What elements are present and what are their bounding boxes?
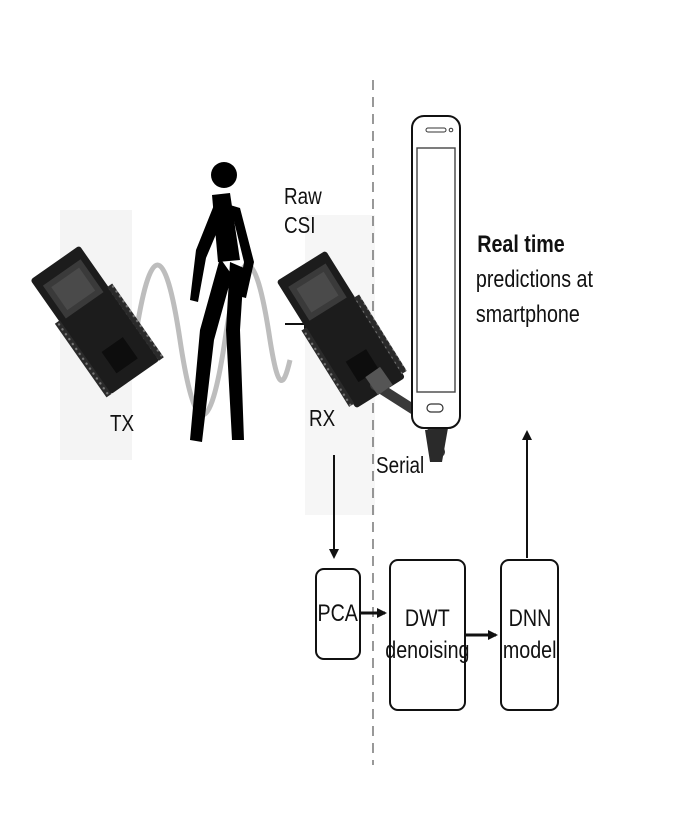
- phone-caption-title: Real time: [477, 231, 565, 258]
- pca-label: PCA: [317, 599, 359, 627]
- pca-box: PCA: [315, 568, 361, 660]
- smartphone-icon: [411, 115, 461, 429]
- phone-caption: Real time predictions at smartphone: [466, 228, 593, 332]
- dwt-label-line2: denoising: [385, 637, 470, 664]
- tx-label: TX: [110, 410, 135, 436]
- serial-label: Serial: [376, 452, 425, 478]
- dnn-label-line2: model: [502, 637, 557, 664]
- wifi-wave: [132, 262, 293, 418]
- walking-person-icon: [190, 162, 254, 442]
- dwt-box: DWT denoising: [385, 559, 470, 711]
- rx-label: RX: [309, 405, 336, 431]
- tx-board-icon: [31, 246, 164, 398]
- rx-board-icon: [277, 251, 407, 408]
- raw-csi-label-line1: Raw: [284, 183, 322, 209]
- dnn-label-line1: DNN: [508, 604, 551, 632]
- phone-caption-line3: smartphone: [475, 300, 580, 328]
- dwt-label-line1: DWT: [405, 604, 450, 632]
- raw-csi-label-line2: CSI: [284, 212, 316, 238]
- dnn-box: DNN model: [500, 559, 559, 711]
- phone-caption-line2: predictions at: [475, 265, 593, 293]
